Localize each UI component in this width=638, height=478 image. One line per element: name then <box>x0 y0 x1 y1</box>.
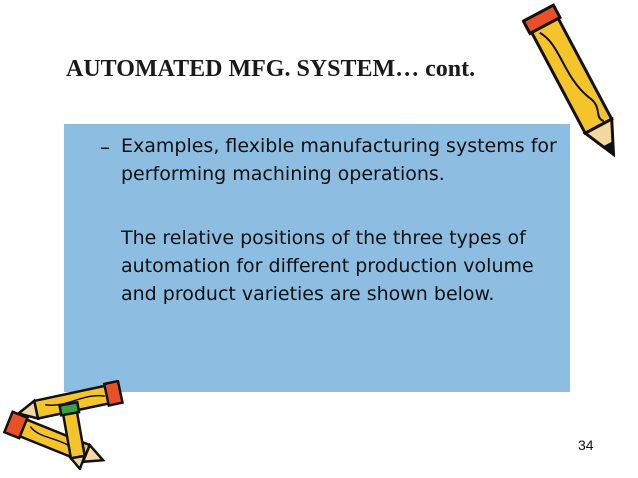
pencil-icon <box>522 3 616 158</box>
bullet-marker: – <box>100 135 110 159</box>
page-number: 34 <box>578 437 594 453</box>
slide-title: AUTOMATED MFG. SYSTEM… cont. <box>66 56 476 82</box>
bullet-text: Examples, flexible manufacturing systems… <box>121 135 557 185</box>
pencils-icon <box>2 380 124 470</box>
content-box: – Examples, flexible manufacturing syste… <box>64 124 570 392</box>
continuation-text: The relative positions of the three type… <box>121 227 534 305</box>
